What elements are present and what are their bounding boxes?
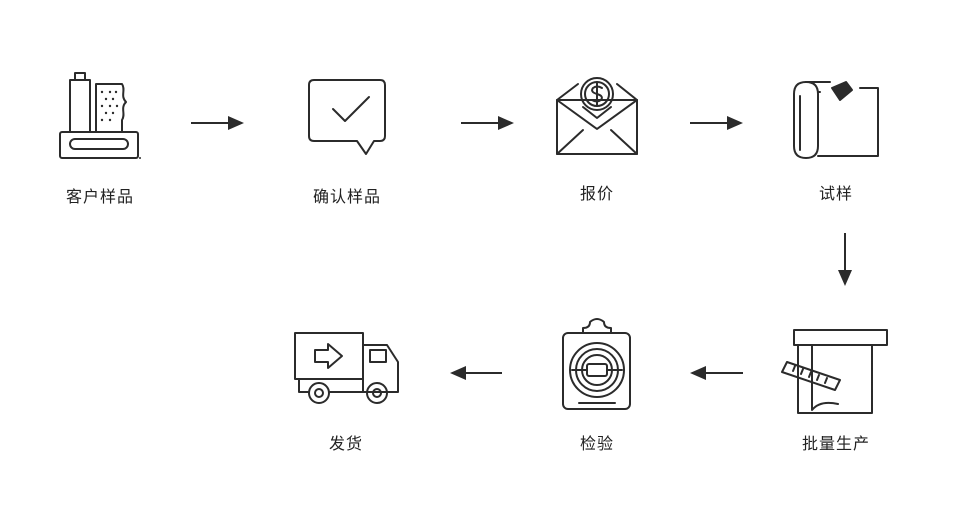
blueprint-scroll-icon [793,81,879,159]
flow-arrow-6 [450,366,502,380]
confirm-check-icon [308,79,386,155]
flow-arrow-3 [690,116,743,130]
inspection-clipboard-icon [562,318,631,410]
customer-sample-icon [59,72,141,159]
quote-envelope-dollar-icon [556,77,638,155]
flow-arrow-1 [191,116,244,130]
step-label-customer-sample: 客户样品 [65,187,135,206]
delivery-truck-icon [294,332,399,404]
flow-arrow-4 [838,233,852,286]
flow-arrow-5 [690,366,743,380]
step-label-mass-production: 批量生产 [801,434,871,453]
step-label-confirm-sample: 确认样品 [312,187,382,206]
step-label-quote: 报价 [579,184,615,203]
flow-arrow-2 [461,116,514,130]
step-label-delivery: 发货 [328,434,364,453]
step-label-inspection: 检验 [579,434,615,453]
fabric-ruler-icon [781,329,888,414]
step-label-trial-sample: 试样 [818,184,854,203]
